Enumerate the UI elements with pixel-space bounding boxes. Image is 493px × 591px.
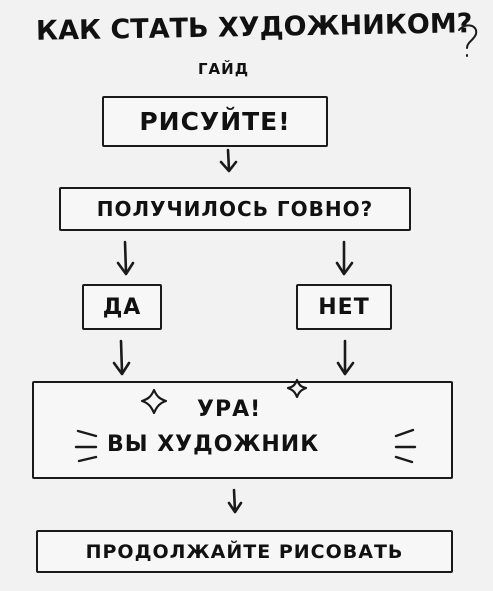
no-label: Нет bbox=[318, 294, 370, 320]
yes-label: Да bbox=[102, 294, 142, 320]
result-line-1: Ура! bbox=[197, 397, 262, 422]
yes-box: Да bbox=[82, 284, 162, 330]
shine-marks-left-icon bbox=[74, 429, 98, 463]
continue-box: Продолжайте рисовать bbox=[36, 530, 453, 573]
arrow-result-to-continue bbox=[227, 488, 243, 514]
sparkle-icon bbox=[140, 378, 308, 415]
arrow-question-to-no bbox=[335, 240, 354, 276]
continue-label: Продолжайте рисовать bbox=[85, 540, 404, 563]
draw-box: Рисуйте! bbox=[102, 96, 328, 147]
title-underline-tick bbox=[458, 24, 478, 57]
arrow-yes-to-result bbox=[112, 339, 131, 376]
result-box bbox=[32, 381, 453, 479]
result-line-2: Вы художник bbox=[107, 432, 320, 457]
draw-label: Рисуйте! bbox=[139, 107, 291, 136]
shine-marks-right-icon bbox=[394, 428, 417, 464]
arrow-question-to-yes bbox=[116, 240, 135, 276]
no-box: Нет bbox=[296, 284, 392, 330]
page-subtitle: гайд bbox=[198, 60, 250, 78]
arrow-no-to-result bbox=[336, 339, 355, 376]
arrow-draw-to-question bbox=[219, 148, 238, 173]
question-label: Получилось говно? bbox=[96, 197, 374, 221]
question-box: Получилось говно? bbox=[59, 187, 411, 231]
